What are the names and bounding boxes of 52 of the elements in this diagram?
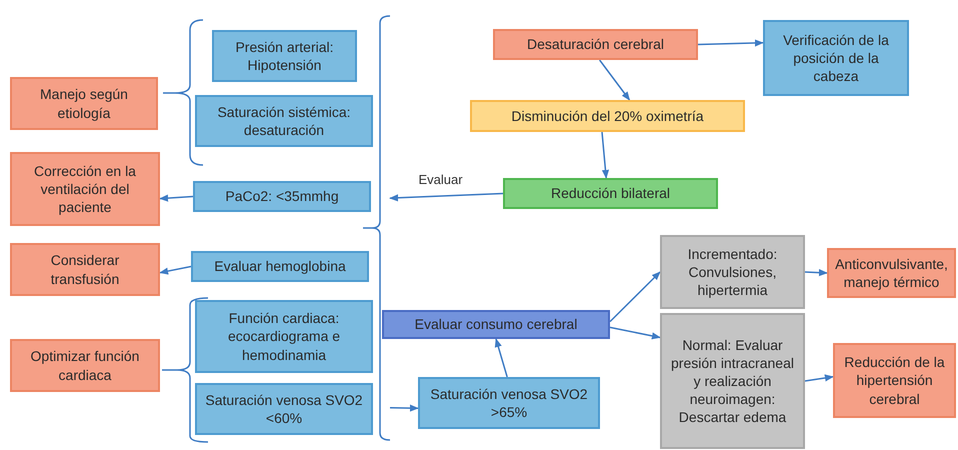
arrow: [609, 271, 661, 322]
box-text: Saturación venosa SVO2 <60%: [205, 390, 363, 428]
process-box: [833, 343, 956, 418]
process-box: [193, 181, 371, 212]
box-text: Reducción de la hipertensión cerebral: [843, 353, 946, 408]
box-text: Anticonvulsivante, manejo térmico: [835, 254, 948, 292]
process-box: [212, 30, 357, 82]
box-text: Normal: Evaluar presión intracraneal y realización neuroimagen: Descartar edema: [670, 336, 795, 426]
process-box: [195, 300, 373, 373]
process-box: [10, 152, 160, 226]
arrow: [698, 39, 764, 47]
box-text: Manejo según etiología: [39, 85, 129, 122]
process-box: [763, 20, 909, 96]
box-text: Incrementado: Convulsiones, hipertermia: [686, 244, 778, 300]
arrow: [159, 266, 192, 275]
process-box: [191, 251, 369, 282]
arrow: [494, 338, 508, 378]
box-text: Evaluar hemoglobina: [214, 257, 346, 276]
box-text: Presión arterial: Hipotensión: [234, 38, 335, 74]
box-text: Función cardiaca: ecocardiograma e hemodinamia: [226, 309, 342, 364]
box-text: Saturación venosa SVO2 >65%: [429, 384, 589, 422]
process-box: [382, 310, 610, 339]
process-box: [503, 178, 718, 209]
arrow: [390, 404, 419, 412]
process-box: [195, 383, 373, 435]
process-box: [10, 339, 160, 392]
process-box: [470, 100, 745, 132]
process-box: [660, 313, 805, 449]
box-text: Disminución del 20% oximetría: [511, 106, 704, 126]
process-box: [195, 95, 373, 147]
process-box: [827, 248, 956, 298]
box-text: PaCo2: <35mmhg: [225, 187, 339, 206]
arrow: [599, 60, 630, 101]
arrow: [389, 192, 504, 202]
box-text: Optimizar función cardiaca: [30, 347, 140, 384]
box-text: Saturación sistémica: desaturación: [216, 102, 352, 140]
process-box: [10, 77, 158, 130]
arrow: [804, 269, 828, 276]
process-box: [660, 235, 805, 309]
box-text: Verificación de la posición de la cabeza: [782, 30, 890, 86]
box-text: Reducción bilateral: [550, 184, 670, 203]
box-text: Desaturación cerebral: [527, 35, 664, 54]
arrow: [601, 132, 610, 179]
process-box: [493, 29, 698, 60]
process-box: [418, 377, 600, 429]
arrow: [159, 194, 194, 202]
box-text: Considerar transfusión: [50, 251, 120, 288]
arrow: [610, 326, 661, 340]
box-text: Corrección en la ventilación del paciente: [33, 162, 137, 216]
box-text: Evaluar consumo cerebral: [414, 315, 578, 334]
process-box: [10, 243, 160, 296]
arrow: [804, 374, 834, 382]
